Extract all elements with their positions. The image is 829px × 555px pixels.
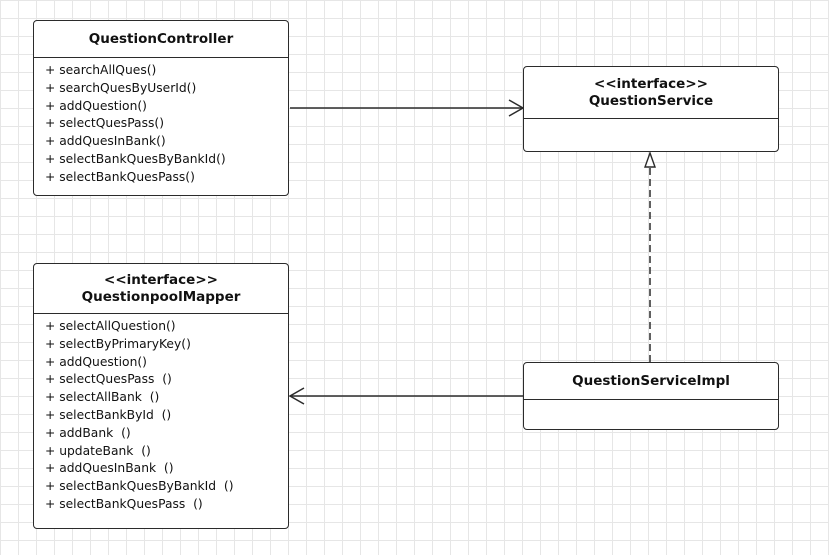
question-service-interface[interactable]: <<interface>> QuestionService [523, 66, 779, 152]
method-item: + addBank () [45, 425, 131, 440]
question-controller-class[interactable]: QuestionController + searchAllQues()+ se… [33, 20, 289, 196]
method-list [524, 400, 778, 404]
class-name: QuestionServiceImpl [572, 372, 730, 389]
method-list: + searchAllQues() + searchQuesByUserId() +… [34, 58, 288, 187]
class-name: QuestionService [588, 92, 714, 109]
method-item: + selectBankById () [45, 407, 172, 422]
questionpool-mapper-interface[interactable]: <<interface>> QuestionpoolMapper + selec… [33, 263, 289, 529]
question-service-impl-class[interactable]: QuestionServiceImpl [523, 362, 779, 430]
class-header: <<interface>> QuestionpoolMapper [34, 264, 288, 314]
class-name: QuestionController [88, 30, 234, 47]
method-item: + selectBankQuesByBankId () [45, 479, 234, 494]
class-header: <<interface>> QuestionService [524, 67, 778, 119]
method-item: + selectBankQuesPass () [45, 496, 203, 511]
realization-triangle [644, 150, 656, 168]
method-item: + selectBankQuesByBankId() [45, 151, 226, 166]
class-header: QuestionController [34, 21, 288, 58]
method-item: + selectByPrimaryKey() [45, 336, 191, 351]
method-item: + addQuestion() [45, 98, 147, 113]
method-item: + selectAllBank () [45, 390, 160, 405]
class-header: QuestionServiceImpl [524, 363, 778, 400]
method-item: + addQuestion() [45, 354, 147, 369]
method-item: + updateBank () [45, 443, 151, 458]
method-list [524, 119, 778, 123]
method-item: + selectAllQuestion() [45, 319, 176, 333]
method-item: + selectBankQuesPass() [45, 169, 195, 184]
impl-to-mapper-arrowhead [288, 387, 305, 405]
method-item: + addQuesInBank () [45, 461, 174, 476]
stereotype: <<interface>> [594, 75, 708, 92]
method-item: + selectQuesPass() [45, 116, 164, 131]
method-item: + searchQuesByUserId() [45, 80, 197, 95]
method-item: + addQuesInBank() [45, 134, 166, 149]
method-list: + selectAllQuestion() + selectByPrimaryKe… [34, 314, 288, 514]
stereotype: <<interface>> [104, 271, 218, 288]
method-item: + selectQuesPass () [45, 372, 172, 387]
class-name: QuestionpoolMapper [81, 288, 241, 305]
method-item: + searchAllQues() [45, 63, 157, 77]
